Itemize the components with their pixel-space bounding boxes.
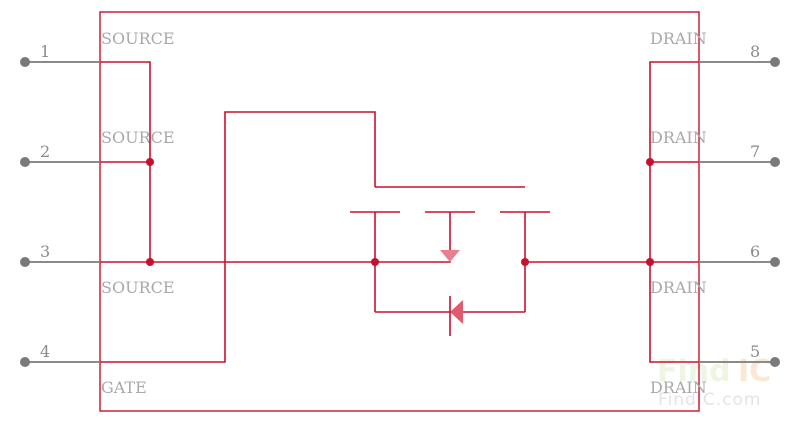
junction-dot <box>146 258 154 266</box>
pin-4-terminal[interactable] <box>20 357 30 367</box>
diode-triangle-icon <box>450 300 463 324</box>
pin-5-name: DRAIN <box>650 378 707 397</box>
pin-3[interactable]: 3 SOURCE <box>20 242 175 297</box>
pin-4[interactable]: 4 GATE <box>20 342 147 397</box>
component-body <box>99 11 700 412</box>
pin-5-number: 5 <box>750 342 760 361</box>
pin-7-terminal[interactable] <box>770 157 780 167</box>
junction-dot <box>521 258 529 266</box>
pin-8[interactable]: 8 DRAIN <box>650 29 780 67</box>
pin-4-name: GATE <box>101 378 147 397</box>
pin-3-name: SOURCE <box>101 278 175 297</box>
junction-dot <box>646 258 654 266</box>
watermark-ic: IC <box>738 354 771 389</box>
pin-1[interactable]: 1 SOURCE <box>20 29 175 67</box>
pin-1-number: 1 <box>40 42 50 61</box>
pin-1-terminal[interactable] <box>20 57 30 67</box>
pin-7-name: DRAIN <box>650 128 707 147</box>
watermark-url: FindIC.com <box>658 390 761 410</box>
pin-5-terminal[interactable] <box>770 357 780 367</box>
pin-1-name: SOURCE <box>101 29 175 48</box>
pin-2-name: SOURCE <box>101 128 175 147</box>
pin-8-name: DRAIN <box>650 29 707 48</box>
pin-7[interactable]: 7 DRAIN <box>650 128 780 167</box>
pin-3-terminal[interactable] <box>20 257 30 267</box>
body-arrow-icon <box>440 250 460 262</box>
pin-2-terminal[interactable] <box>20 157 30 167</box>
pin-2-number: 2 <box>40 142 50 161</box>
pin-6-number: 6 <box>750 242 760 261</box>
pin-6-name: DRAIN <box>650 278 707 297</box>
pin-8-terminal[interactable] <box>770 57 780 67</box>
gate-wire <box>100 111 376 363</box>
pin-3-number: 3 <box>40 242 50 261</box>
pin-6[interactable]: 6 DRAIN <box>650 242 780 297</box>
pin-6-terminal[interactable] <box>770 257 780 267</box>
source-bus-wire <box>100 61 151 262</box>
watermark-find: Find <box>657 354 731 389</box>
drain-bus-wire <box>649 61 699 363</box>
junction-dot <box>146 158 154 166</box>
pin-7-number: 7 <box>750 142 760 161</box>
pin-5[interactable]: 5 DRAIN <box>650 342 780 397</box>
body-lead <box>375 212 451 263</box>
pin-4-number: 4 <box>40 342 50 361</box>
pin-2[interactable]: 2 SOURCE <box>20 128 175 167</box>
junction-dot <box>371 258 379 266</box>
pin-8-number: 8 <box>750 42 760 61</box>
junction-dot <box>646 158 654 166</box>
